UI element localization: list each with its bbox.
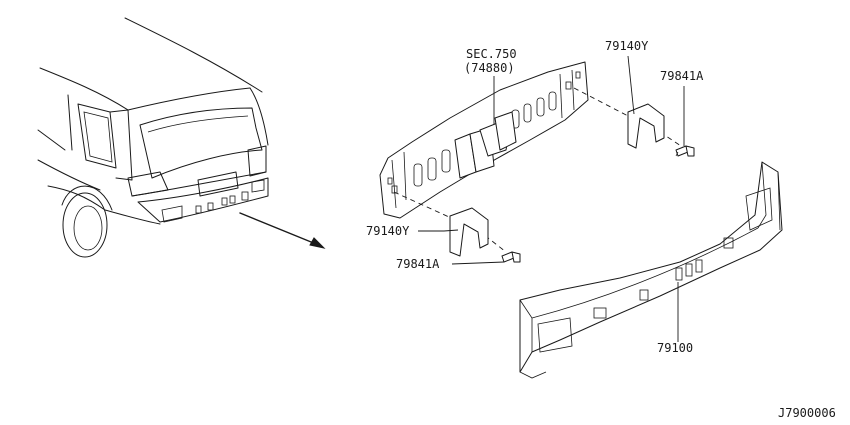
label-bolt-lower: 79841A (396, 257, 440, 271)
bumper-reinforcement-bar (519, 161, 783, 379)
label-bar: 79100 (657, 341, 693, 355)
bracket-lower (449, 207, 489, 257)
label-bolt-upper: 79841A (660, 69, 704, 83)
alignment-line-upper (573, 87, 633, 119)
alignment-line-bolt-lower (477, 229, 507, 253)
rear-panel-reinforcement (379, 61, 589, 219)
leader-bracket-upper (627, 55, 635, 115)
direction-arrow (239, 212, 326, 249)
vehicle-illustration (37, 17, 269, 258)
label-sec-ref: SEC.750 (466, 47, 517, 61)
alignment-line-lower (393, 191, 461, 223)
bolt-upper (675, 145, 695, 157)
leader-bolt-lower (451, 261, 505, 265)
drawing-id: J7900006 (778, 406, 836, 420)
bolt-lower (501, 251, 521, 263)
label-bracket-lower: 79140Y (366, 224, 410, 238)
bracket-upper (627, 103, 665, 149)
label-sec-sub: (74880) (464, 61, 515, 75)
label-bracket-upper: 79140Y (605, 39, 649, 53)
leader-bracket-lower (418, 229, 459, 232)
